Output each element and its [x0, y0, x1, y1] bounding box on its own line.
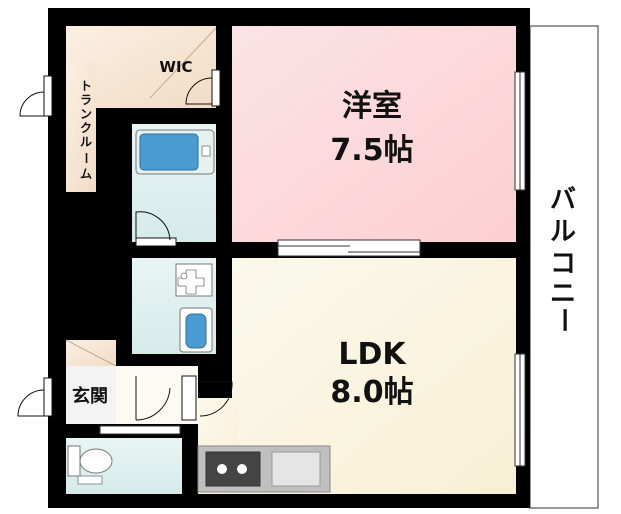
- balcony-label: バ ル コ ニ ー: [548, 185, 578, 333]
- svg-text:ー: ー: [79, 152, 93, 164]
- svg-text:ニ: ニ: [550, 279, 576, 309]
- western-room: [232, 26, 516, 242]
- wash-basin: [179, 307, 213, 353]
- bathroom-door: [135, 211, 177, 247]
- svg-text:コ: コ: [550, 249, 576, 279]
- hall-door: [135, 376, 171, 421]
- toilet-door: [99, 425, 181, 435]
- svg-text:ン: ン: [80, 107, 92, 121]
- western-room-name: 洋室: [342, 89, 402, 124]
- western-room-sliding-door: [277, 239, 421, 257]
- ldk-door: [181, 375, 233, 421]
- kitchen-counter: [197, 445, 331, 493]
- svg-text:ク: ク: [80, 121, 92, 135]
- balcony: [522, 8, 599, 509]
- svg-text:ル: ル: [80, 135, 92, 149]
- toilet: [67, 445, 113, 485]
- svg-text:ー: ー: [548, 307, 578, 333]
- wic-label: WIC: [159, 58, 192, 76]
- window-ldk: [514, 353, 526, 467]
- wic-door: [185, 69, 221, 107]
- svg-text:バ: バ: [550, 185, 576, 215]
- ldk-room-size: 8.0帖: [330, 375, 413, 410]
- washing-machine-pan: [175, 263, 213, 297]
- svg-text:ラ: ラ: [80, 93, 92, 107]
- window-western: [514, 71, 526, 191]
- bathtub: [135, 129, 215, 175]
- svg-text:ム: ム: [80, 167, 92, 181]
- svg-text:ル: ル: [550, 217, 576, 247]
- svg-text:ト: ト: [80, 79, 92, 93]
- trunk-room-door: [19, 75, 53, 117]
- entrance-label: 玄関: [72, 385, 108, 407]
- trunk-room: [66, 62, 96, 192]
- ldk-room-name: LDK: [338, 337, 407, 372]
- trunk-room-label: ト ラ ン ク ル ー ム: [79, 79, 93, 181]
- entrance-hall: [66, 366, 116, 424]
- western-room-size: 7.5帖: [330, 133, 413, 168]
- entrance-door: [17, 377, 53, 417]
